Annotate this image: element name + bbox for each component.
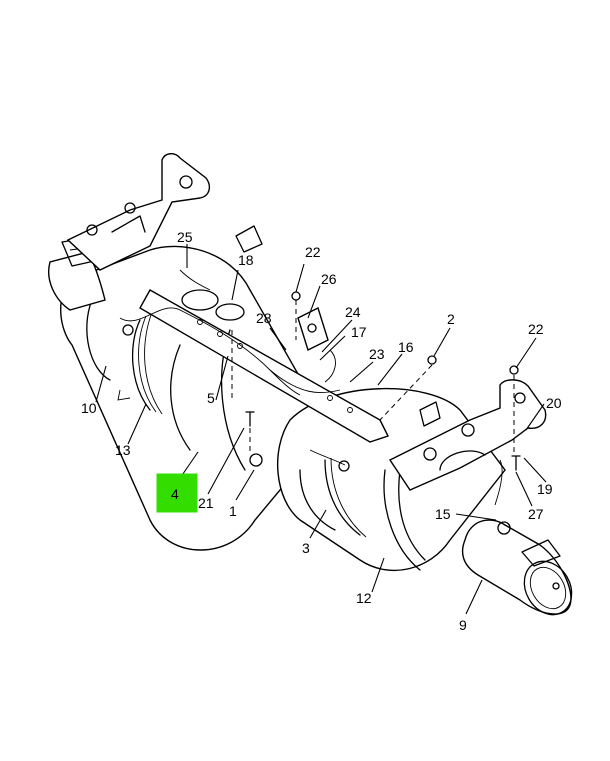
callout-13: 13	[115, 442, 131, 458]
callout-27: 27	[528, 506, 544, 522]
callout-24: 24	[345, 304, 361, 320]
callout-labels: 25 18 22 26 24 28 17 23 16 2 22 20 19 27…	[81, 229, 562, 633]
leader-lines	[95, 244, 547, 615]
left-canister	[60, 245, 331, 551]
callout-15: 15	[435, 506, 451, 522]
callout-12: 12	[356, 590, 372, 606]
callout-3: 3	[302, 540, 310, 556]
callout-21: 21	[198, 495, 214, 511]
exploded-view-lines	[231, 300, 515, 455]
callout-1: 1	[229, 503, 237, 519]
callout-10: 10	[81, 400, 97, 416]
outlet-pipe	[461, 519, 573, 616]
callout-25: 25	[177, 229, 193, 245]
callout-22-right: 22	[528, 321, 544, 337]
callout-16: 16	[398, 339, 414, 355]
callout-17: 17	[351, 324, 367, 340]
callout-18: 18	[238, 252, 254, 268]
callout-22-top: 22	[305, 244, 321, 260]
callout-20: 20	[546, 395, 562, 411]
left-mounting-bracket	[66, 153, 211, 271]
callout-5: 5	[207, 390, 215, 406]
wiring-harness	[119, 269, 503, 506]
sensor-bracket-strip	[139, 289, 389, 443]
callout-28: 28	[256, 310, 272, 326]
callout-9: 9	[459, 617, 467, 633]
sensor-module	[297, 307, 329, 351]
callout-4: 4	[171, 486, 179, 502]
callout-2: 2	[447, 311, 455, 327]
highlight-box	[156, 473, 198, 513]
callout-23: 23	[369, 346, 385, 362]
callout-19: 19	[537, 481, 553, 497]
upper-mounts	[181, 225, 441, 427]
callout-26: 26	[321, 271, 337, 287]
